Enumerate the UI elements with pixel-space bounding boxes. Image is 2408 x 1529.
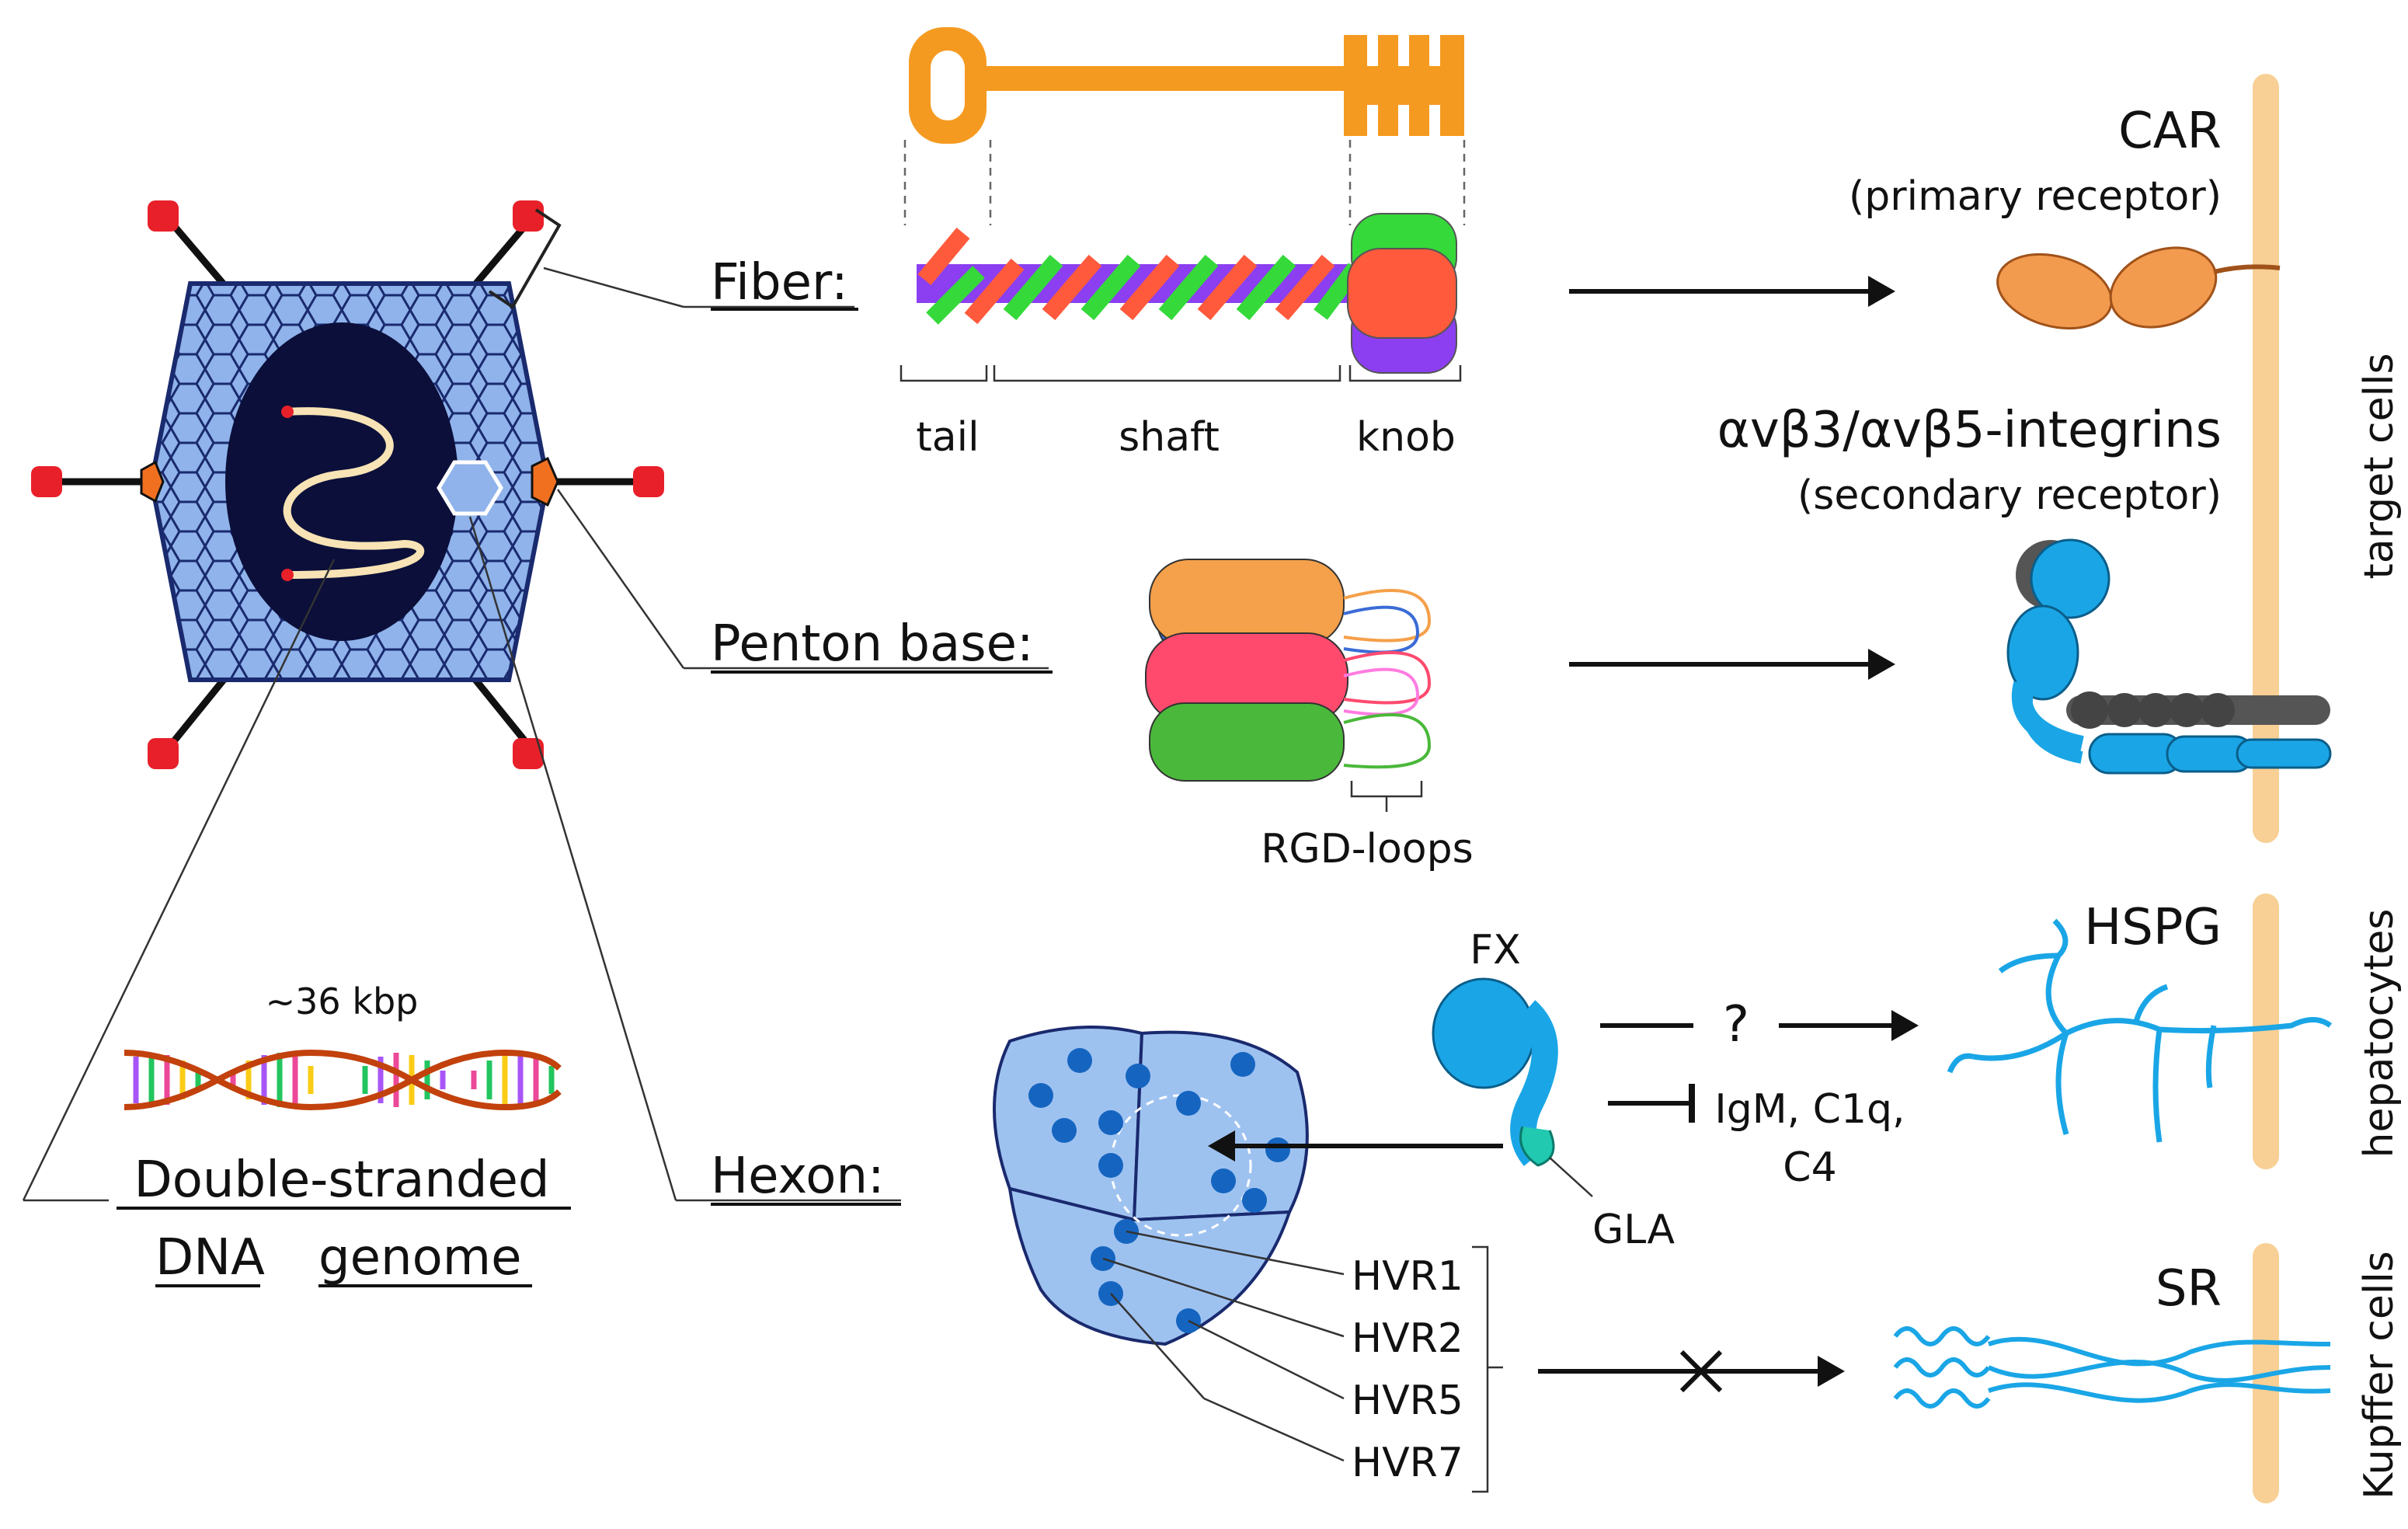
integrins-label: αvβ3/αvβ5-integrins <box>1717 402 2222 459</box>
genome-end-bottom <box>281 569 294 581</box>
blocked-factors-line1: IgM, C1q, <box>1714 1086 1905 1133</box>
inhibition-symbol <box>1608 1084 1695 1123</box>
shaft-label: shaft <box>1119 414 1220 461</box>
genome-label-genome: genome <box>318 1229 521 1287</box>
fiber-label: Fiber: <box>711 254 848 312</box>
kupffer-cells-label: Kupffer cells <box>2356 1251 2403 1499</box>
fx-protein-icon <box>1432 977 1558 1167</box>
genome-end-top <box>281 406 294 418</box>
highlighted-hexon <box>437 460 503 516</box>
penton-base-label: Penton base: <box>711 615 1034 673</box>
hexon-label: Hexon: <box>711 1148 885 1205</box>
genome-label-line1: Double-stranded <box>134 1151 549 1209</box>
fiber-guide-dashes <box>903 140 1466 225</box>
genome-size-label: ~36 kbp <box>266 980 419 1022</box>
dna-double-helix <box>124 1049 562 1111</box>
hspg-receptor-icon <box>1947 918 2333 1143</box>
sr-receptor-icon <box>1893 1326 2331 1409</box>
viral-core <box>225 322 458 641</box>
penton-base-icon <box>1145 559 1432 782</box>
callout-lines <box>22 266 1049 1202</box>
fx-to-hexon-arrow <box>1208 1130 1503 1162</box>
car-sub-label: (primary receptor) <box>1849 173 2222 220</box>
knob-label: knob <box>1356 414 1456 461</box>
hspg-label: HSPG <box>2084 899 2222 956</box>
hvr-callout-lines <box>1102 1230 1345 1462</box>
virus-particle <box>31 200 664 769</box>
penton-vertex-left <box>140 460 165 503</box>
hvr1-label: HVR1 <box>1352 1253 1463 1300</box>
hepatocytes-label: hepatocytes <box>2356 909 2403 1158</box>
sr-label: SR <box>2156 1260 2222 1318</box>
fiber-shaft-braid <box>917 213 1457 374</box>
blocked-factors-line2: C4 <box>1783 1144 1836 1191</box>
gla-pointer <box>1549 1157 1593 1197</box>
fiber-segment-brackets <box>900 365 1462 382</box>
question-mark: ? <box>1723 996 1749 1054</box>
rgd-bracket <box>1350 781 1423 812</box>
hexon-trimer-icon <box>993 1026 1309 1346</box>
hvr2-label: HVR2 <box>1352 1315 1463 1362</box>
genome-label-dna: DNA <box>155 1229 265 1287</box>
fiber-bracket <box>488 208 562 309</box>
hvr-to-sr-blocked-arrow <box>1538 1350 1845 1393</box>
hvr7-label: HVR7 <box>1352 1440 1463 1486</box>
gla-label: GLA <box>1592 1207 1675 1253</box>
fiber-knobs <box>31 200 664 769</box>
target-cell-membrane <box>2253 74 2279 843</box>
penton-vertex-right <box>531 456 559 507</box>
car-label: CAR <box>2118 103 2222 160</box>
integrin-receptor-icon <box>2006 538 2332 775</box>
fiber-key-icon <box>909 27 1464 144</box>
fx-to-hspg-arrow <box>1600 1010 1919 1041</box>
hepatocyte-membrane <box>2253 893 2279 1169</box>
genome-coil <box>283 407 425 579</box>
hvr5-label: HVR5 <box>1352 1377 1463 1424</box>
fx-label: FX <box>1470 927 1521 973</box>
target-cells-label: target cells <box>2356 353 2403 579</box>
hvr-bracket <box>1472 1245 1503 1493</box>
integrins-sub-label: (secondary receptor) <box>1797 472 2222 519</box>
rgd-loops-label: RGD-loops <box>1261 826 1473 872</box>
fiber-to-car-arrow <box>1569 276 1895 307</box>
penton-to-integrin-arrow <box>1569 649 1895 680</box>
tail-label: tail <box>916 414 979 461</box>
car-receptor-icon <box>1996 246 2281 330</box>
